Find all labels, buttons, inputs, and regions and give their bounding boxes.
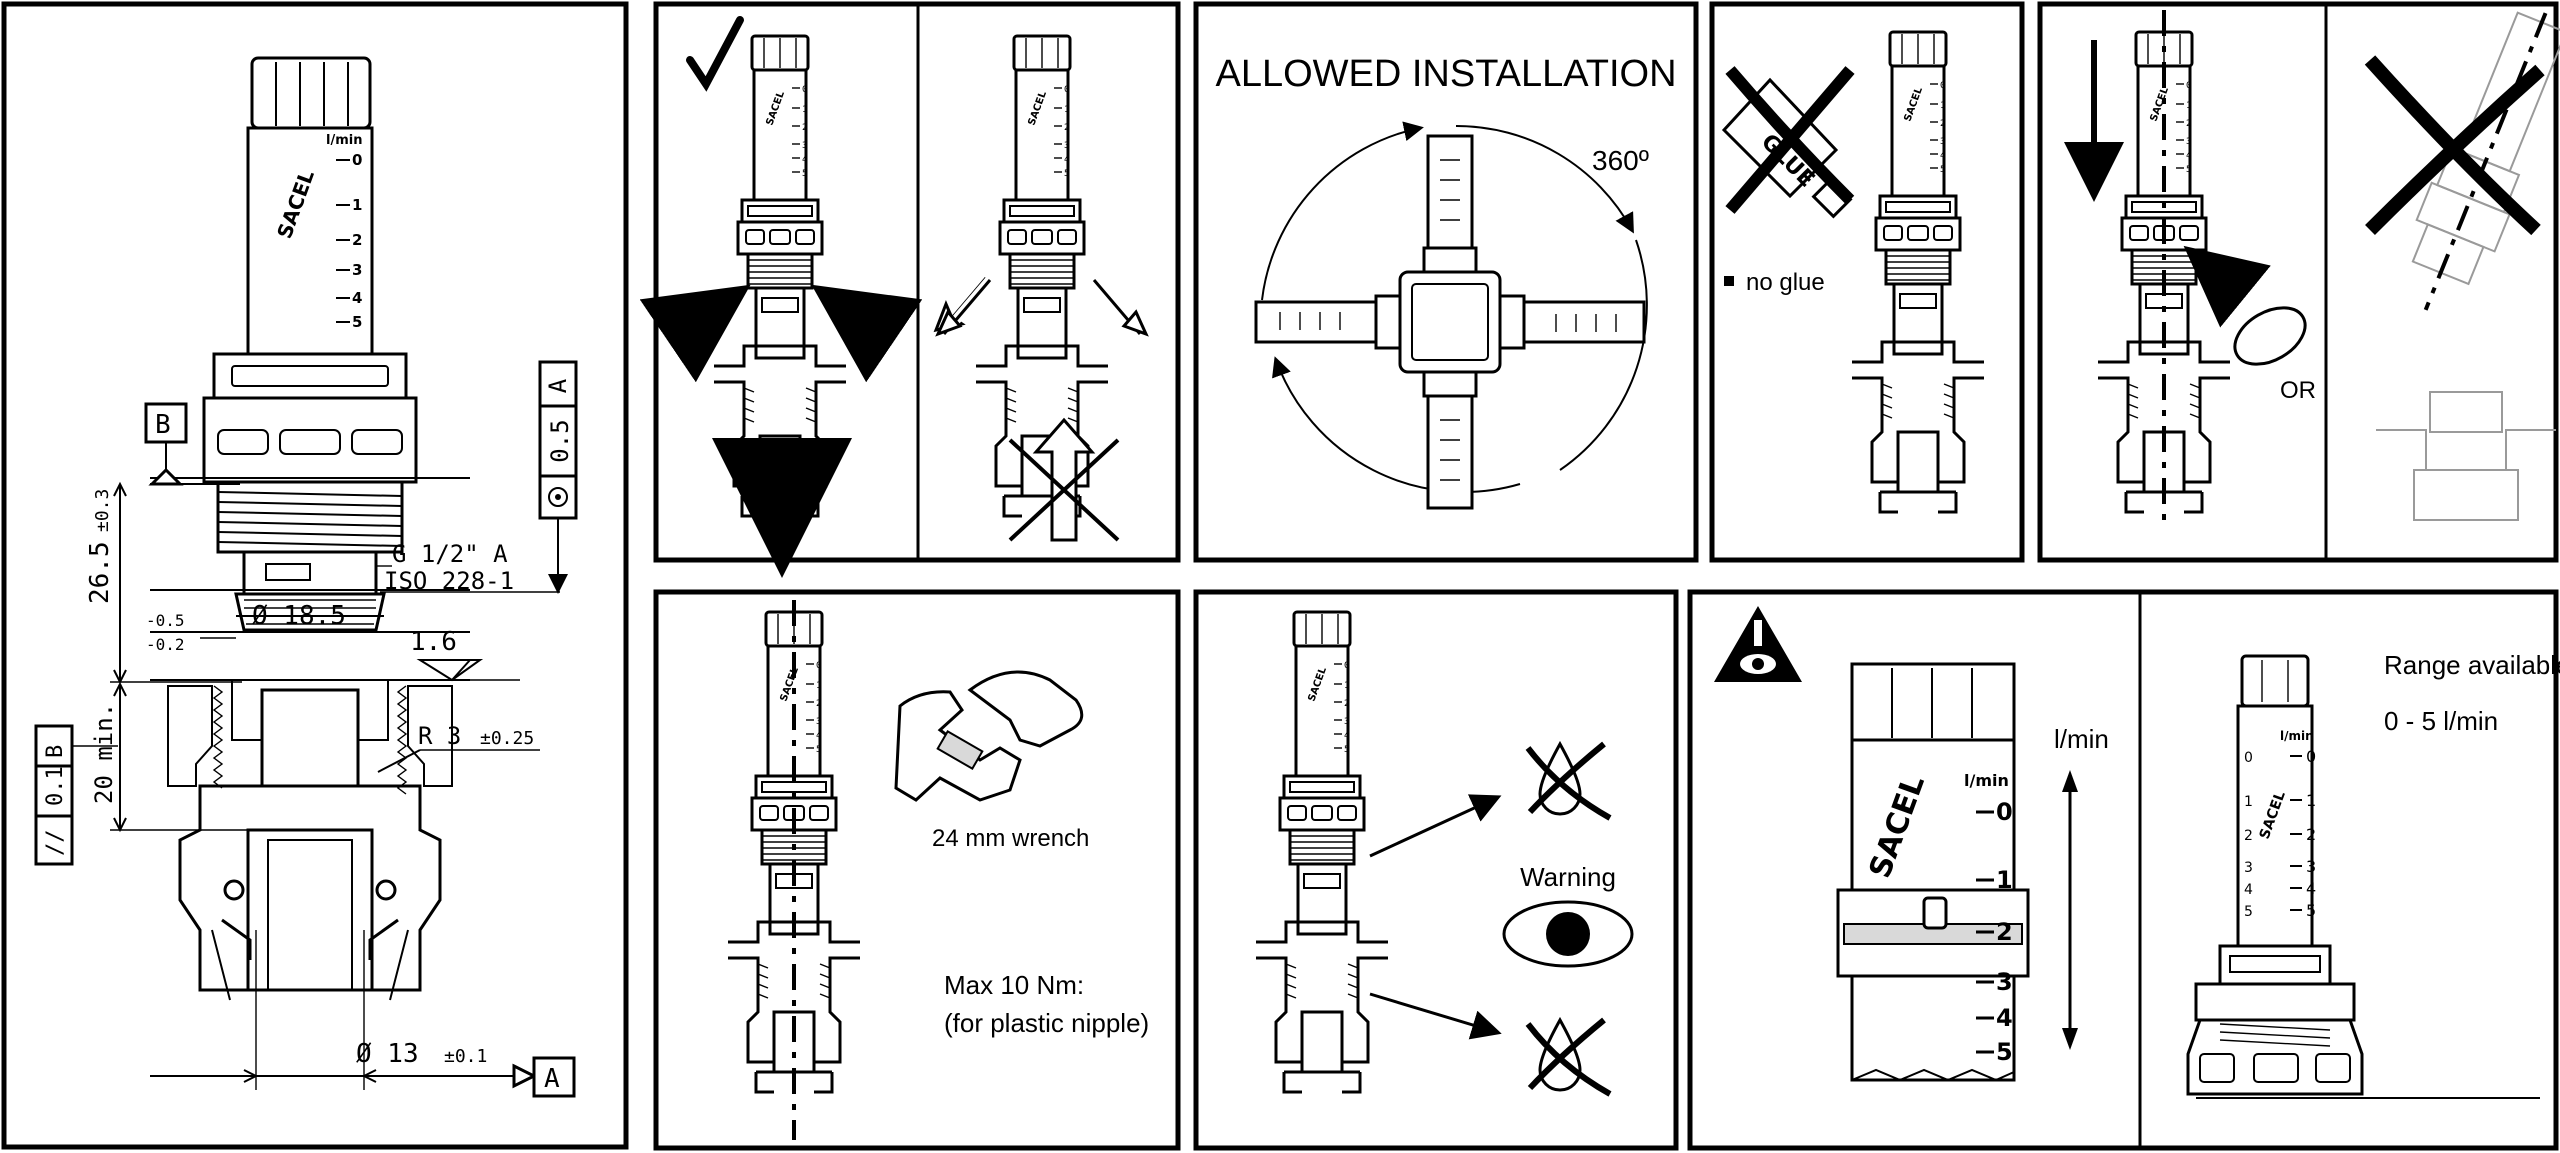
svg-text:0.5: 0.5: [546, 419, 574, 462]
allowed-installation-panel: [1193, 1, 1699, 563]
no-glue-text: no glue: [1746, 269, 1825, 296]
tolerance-frame-side: B 0.1 //: [34, 724, 118, 866]
dimension-height: 26.5 ±0.3: [85, 481, 242, 685]
svg-text:1: 1: [2244, 794, 2253, 810]
wrong-pull-arrows: [933, 276, 1149, 542]
svg-text://: //: [43, 830, 68, 857]
scale-label-2: 2: [352, 231, 362, 249]
svg-text:3: 3: [1996, 968, 2013, 996]
svg-text:1: 1: [2306, 791, 2316, 810]
eye-icon: [1502, 900, 1634, 968]
no-drip-icon-bottom: [1525, 1016, 1612, 1097]
scale-label-4: 4: [352, 289, 362, 307]
svg-text:20 min.: 20 min.: [90, 703, 118, 804]
allowed-installation-title: ALLOWED INSTALLATION: [1215, 53, 1676, 95]
svg-text:l/min: l/min: [2280, 729, 2314, 743]
faint-fitting: [2376, 391, 2556, 521]
svg-text:2: 2: [2244, 828, 2253, 844]
svg-text:A: A: [544, 378, 572, 393]
wrench-panel: [653, 589, 1181, 1151]
range-title: Range available:: [2384, 650, 2560, 680]
dimension-min: 20 min.: [90, 681, 250, 833]
svg-text:0.1: 0.1: [43, 766, 68, 806]
scale-unit-text: l/min: [326, 133, 362, 148]
svg-text:-0.5: -0.5: [146, 611, 185, 630]
svg-text:2: 2: [1996, 918, 2013, 946]
rotation-label: 360º: [1592, 145, 1649, 176]
svg-text:Ø 13: Ø 13: [356, 1039, 419, 1069]
dimension-diameter-13: Ø 13 ±0.1 A: [150, 930, 576, 1098]
svg-text:5: 5: [1996, 1038, 2013, 1066]
alignment-panel: [2037, 1, 2559, 563]
svg-text:5: 5: [2244, 904, 2253, 920]
zoomed-meter: l/min 0 1 2 3 4 5 SACEL: [1836, 662, 2030, 1082]
range-value: 0 - 5 l/min: [2384, 706, 2498, 736]
svg-text:4: 4: [2306, 879, 2316, 898]
sealing-warning-panel: [1193, 589, 1679, 1151]
check-mark-icon: [686, 16, 744, 92]
warning-text: Warning: [1520, 862, 1616, 892]
wrench-hand-icon: [894, 670, 1084, 802]
wrench-size-text: 24 mm wrench: [932, 825, 1089, 852]
svg-text:±0.25: ±0.25: [480, 728, 534, 749]
rotation-circle: [1261, 121, 1648, 493]
warning-triangle-icon: [1714, 606, 1802, 682]
svg-text:±0.3: ±0.3: [92, 489, 113, 532]
svg-text:4: 4: [1996, 1004, 2013, 1032]
scale-label-5: 5: [352, 313, 362, 331]
max-torque-line2: (for plastic nipple): [944, 1008, 1149, 1038]
surface-roughness: 1.6: [386, 627, 520, 682]
svg-text:5: 5: [2306, 901, 2316, 920]
svg-text:±0.1: ±0.1: [444, 1046, 487, 1067]
no-drip-icon-top: [1525, 740, 1612, 821]
max-torque-line1: Max 10 Nm:: [944, 970, 1084, 1000]
svg-text:1.6: 1.6: [410, 627, 457, 657]
junction-box: [1254, 134, 1646, 510]
no-glue-panel: [1709, 1, 2025, 563]
svg-text:-0.2: -0.2: [146, 635, 185, 654]
svg-text:3: 3: [2244, 860, 2253, 876]
radius-callout: R 3 ±0.25: [377, 722, 540, 773]
scale-label-0: 0: [352, 151, 362, 169]
svg-text:0: 0: [2244, 750, 2253, 766]
svg-text:Ø 18.5: Ø 18.5: [252, 601, 346, 631]
scale-label-3: 3: [352, 261, 362, 279]
meter-technical-drawing: l/min 0 1 2 3 4 5 SACEL: [150, 56, 470, 1001]
svg-text:B: B: [43, 745, 68, 758]
technical-drawing-panel: [1, 1, 629, 1150]
range-panel: [1687, 589, 2559, 1151]
svg-text:l/min: l/min: [1964, 771, 2009, 790]
range-unit-text: l/min: [2054, 724, 2109, 754]
svg-text:1: 1: [1996, 866, 2013, 894]
range-meter: 01 23 45 01 23 45 l/min SACEL: [2186, 654, 2540, 1099]
correct-push-arrows: [639, 284, 923, 578]
tolerance-frame-top: A 0.5: [380, 360, 578, 594]
or-text: OR: [2280, 377, 2316, 404]
glue-bottle-icon: GLUE: [1721, 66, 1855, 219]
svg-text:0: 0: [1996, 798, 2013, 826]
datum-b-label: B: [144, 402, 240, 486]
svg-text:4: 4: [2244, 882, 2253, 898]
svg-text:0: 0: [2306, 747, 2316, 766]
o-ring-icon: [2233, 306, 2307, 366]
thread-spec-line2: ISO 228-1: [384, 567, 514, 595]
svg-text:26.5: 26.5: [85, 541, 115, 604]
scale-label-1: 1: [352, 196, 362, 214]
svg-text:A: A: [544, 1064, 560, 1094]
svg-text:2: 2: [2306, 825, 2316, 844]
svg-text:3: 3: [2306, 857, 2316, 876]
svg-text:R 3: R 3: [418, 722, 461, 750]
svg-text:B: B: [155, 410, 171, 440]
dimension-diameter-18: Ø 18.5 -0.5 -0.2: [146, 601, 384, 654]
thread-spec-line1: G 1/2" A: [392, 540, 508, 568]
tilted-meter-wrong: [2411, 11, 2560, 311]
